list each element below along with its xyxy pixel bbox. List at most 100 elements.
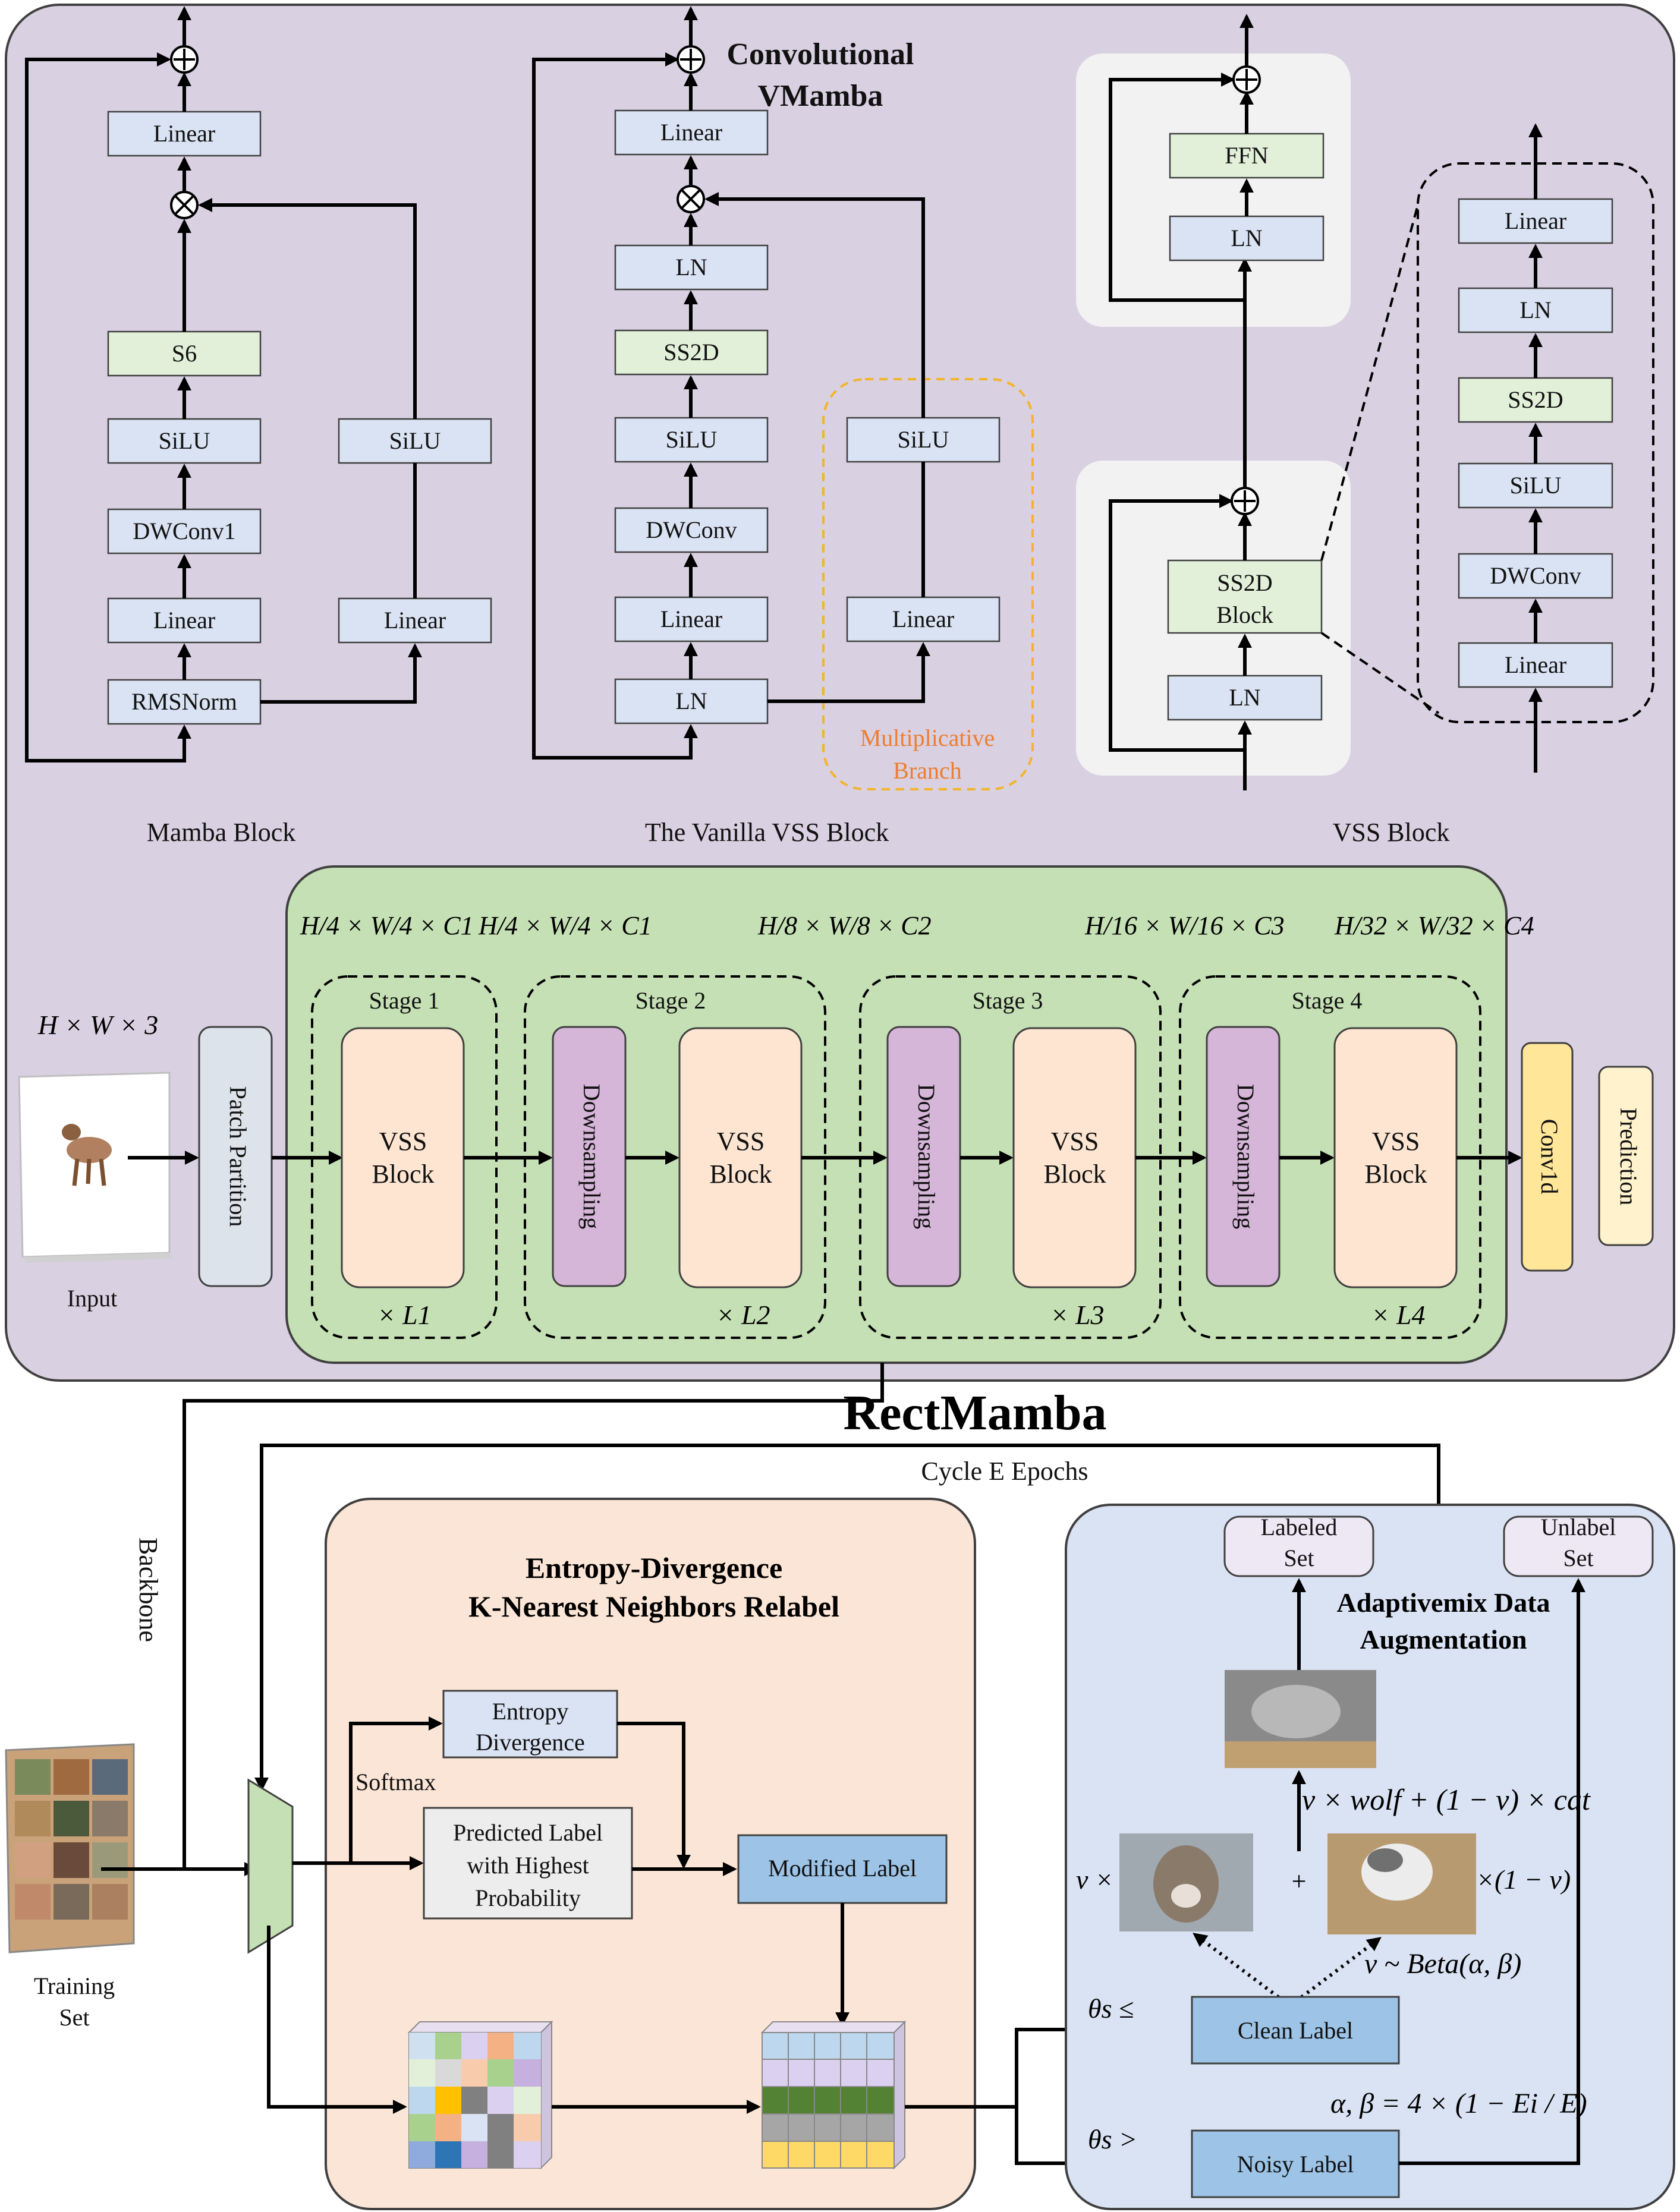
vanilla-linear-branch	[846, 596, 1001, 642]
block-label: Unlabel	[1541, 1514, 1616, 1540]
ss2d-ln	[1458, 287, 1613, 333]
feature-grid-after	[760, 2020, 907, 2170]
repeat-label: × L4	[1371, 1300, 1425, 1330]
block-label: SiLU	[666, 426, 718, 453]
mamba-linear-in	[107, 597, 262, 644]
dims-stage2: H/8 × W/8 × C2	[757, 911, 932, 940]
block-label: Block	[1364, 1159, 1427, 1189]
one-minus-v: ×(1 − v)	[1476, 1864, 1571, 1895]
block-label: Linear	[1505, 651, 1566, 678]
v-times: v ×	[1076, 1864, 1113, 1895]
cat-image	[1327, 1833, 1476, 1934]
block-label: SiLU	[389, 427, 441, 454]
patch-partition-label: Patch Partition	[225, 1086, 251, 1227]
conv1d-label: Conv1d	[1536, 1119, 1563, 1195]
block-label: DWConv	[646, 516, 737, 543]
block-label: LN	[1229, 684, 1260, 711]
clean-label-block	[1191, 1996, 1400, 2065]
block-label: Linear	[1505, 207, 1566, 234]
vss-ss2d-block	[1167, 559, 1323, 634]
wolf-image	[1119, 1833, 1253, 1931]
prediction-block	[1598, 1066, 1654, 1246]
block-label: SS2D	[1217, 569, 1272, 596]
vanilla-linear-out	[614, 109, 769, 156]
vanilla-vss-block: Linear LN SS2D SiLU DWConv Linear LN SiL…	[532, 6, 1034, 847]
relabel-title-line1: Entropy-Divergence	[526, 1551, 782, 1584]
augment-title-line2: Augmentation	[1360, 1624, 1527, 1655]
alpha-beta-formula: α, β = 4 × (1 − Ei / E)	[1330, 2088, 1587, 2119]
training-set-line1: Training	[34, 1972, 115, 1999]
ss2d-expanded-frame	[1417, 162, 1654, 723]
repeat-label: × L2	[716, 1300, 770, 1330]
plus-sign: +	[1292, 1867, 1307, 1896]
repeat-label: × L1	[377, 1300, 431, 1330]
block-label: SiLU	[1510, 472, 1562, 499]
block-label: Linear	[892, 606, 954, 632]
block-label: SiLU	[159, 427, 210, 454]
stage-4-vss-block	[1333, 1027, 1458, 1288]
downsampling-label: Downsampling	[1232, 1084, 1259, 1229]
block-label: VSS	[1051, 1127, 1099, 1156]
vss-ln-lower	[1167, 675, 1323, 721]
cycle-label: Cycle E Epochs	[921, 1457, 1088, 1486]
beta-distribution: v ~ Beta(α, β)	[1364, 1948, 1521, 1980]
block-label: Modified Label	[768, 1855, 917, 1882]
block-label: SiLU	[898, 426, 949, 453]
block-label: Divergence	[476, 1729, 585, 1756]
block-label: Linear	[660, 606, 722, 632]
mamba-block-caption: Mamba Block	[147, 818, 296, 847]
block-label: S6	[172, 340, 197, 367]
vss-upper-group	[1076, 53, 1351, 327]
prediction-label: Prediction	[1615, 1108, 1642, 1205]
stage-4-frame	[1179, 975, 1481, 1339]
conv1d-block	[1521, 1042, 1574, 1272]
predicted-label-block	[423, 1807, 633, 1920]
backbone-label: Backbone	[134, 1537, 163, 1642]
entropy-divergence-block	[442, 1690, 618, 1759]
cycle-loop	[254, 1444, 1440, 1792]
modified-label-block	[737, 1834, 948, 1904]
training-set-line2: Set	[59, 2004, 89, 2031]
vanilla-silu	[614, 417, 769, 463]
block-label: Linear	[384, 607, 446, 634]
block-label: Block	[709, 1159, 772, 1189]
vss-block: LN SS2D Block LN FFN Linear LN SS2D	[1076, 14, 1654, 847]
vss-ffn	[1169, 133, 1325, 179]
block-label: Labeled	[1261, 1514, 1338, 1540]
softmax-label: Softmax	[355, 1769, 436, 1795]
rectmamba-title: RectMamba	[843, 1385, 1106, 1441]
input-label: Input	[67, 1285, 117, 1312]
block-label: SS2D	[663, 339, 719, 365]
block-label: SS2D	[1508, 386, 1563, 413]
block-label: Noisy Label	[1237, 2151, 1354, 2178]
stage-label: Stage 1	[369, 987, 440, 1014]
relabel-title-line2: K-Nearest Neighbors Relabel	[468, 1590, 839, 1623]
block-label: Block	[1216, 601, 1273, 628]
block-label: with Highest	[467, 1852, 589, 1879]
block-label: Linear	[660, 119, 722, 146]
panel-title-line2: VMamba	[758, 79, 883, 113]
branch-label-line2: Branch	[893, 757, 962, 784]
block-label: DWConv	[1490, 562, 1581, 589]
feature-grid-before	[407, 2020, 553, 2170]
block-label: Block	[372, 1159, 434, 1189]
stage-3-frame	[859, 975, 1162, 1339]
ss2d-linear-in	[1458, 642, 1613, 688]
block-label: Predicted Label	[453, 1819, 603, 1846]
downsampling-label: Downsampling	[913, 1084, 940, 1229]
block-label: FFN	[1225, 142, 1268, 169]
block-label: Set	[1563, 1545, 1593, 1571]
block-label: VSS	[1372, 1127, 1420, 1156]
block-label: Set	[1283, 1545, 1314, 1571]
mixed-image	[1225, 1670, 1376, 1768]
panel-title-line1: Convolutional	[727, 37, 914, 71]
dims-stage4: H/32 × W/32 × C4	[1334, 911, 1534, 940]
dims-patch: H/4 × W/4 × C1	[478, 911, 652, 940]
theta-gt: θs >	[1088, 2124, 1137, 2154]
vanilla-ss2d	[614, 329, 769, 376]
mix-formula: v × wolf + (1 − v) × cat	[1302, 1783, 1591, 1816]
block-label: Linear	[153, 120, 215, 147]
mamba-linear-branch	[338, 597, 492, 644]
unlabel-set-block	[1503, 1515, 1654, 1577]
block-label: Linear	[153, 607, 215, 634]
